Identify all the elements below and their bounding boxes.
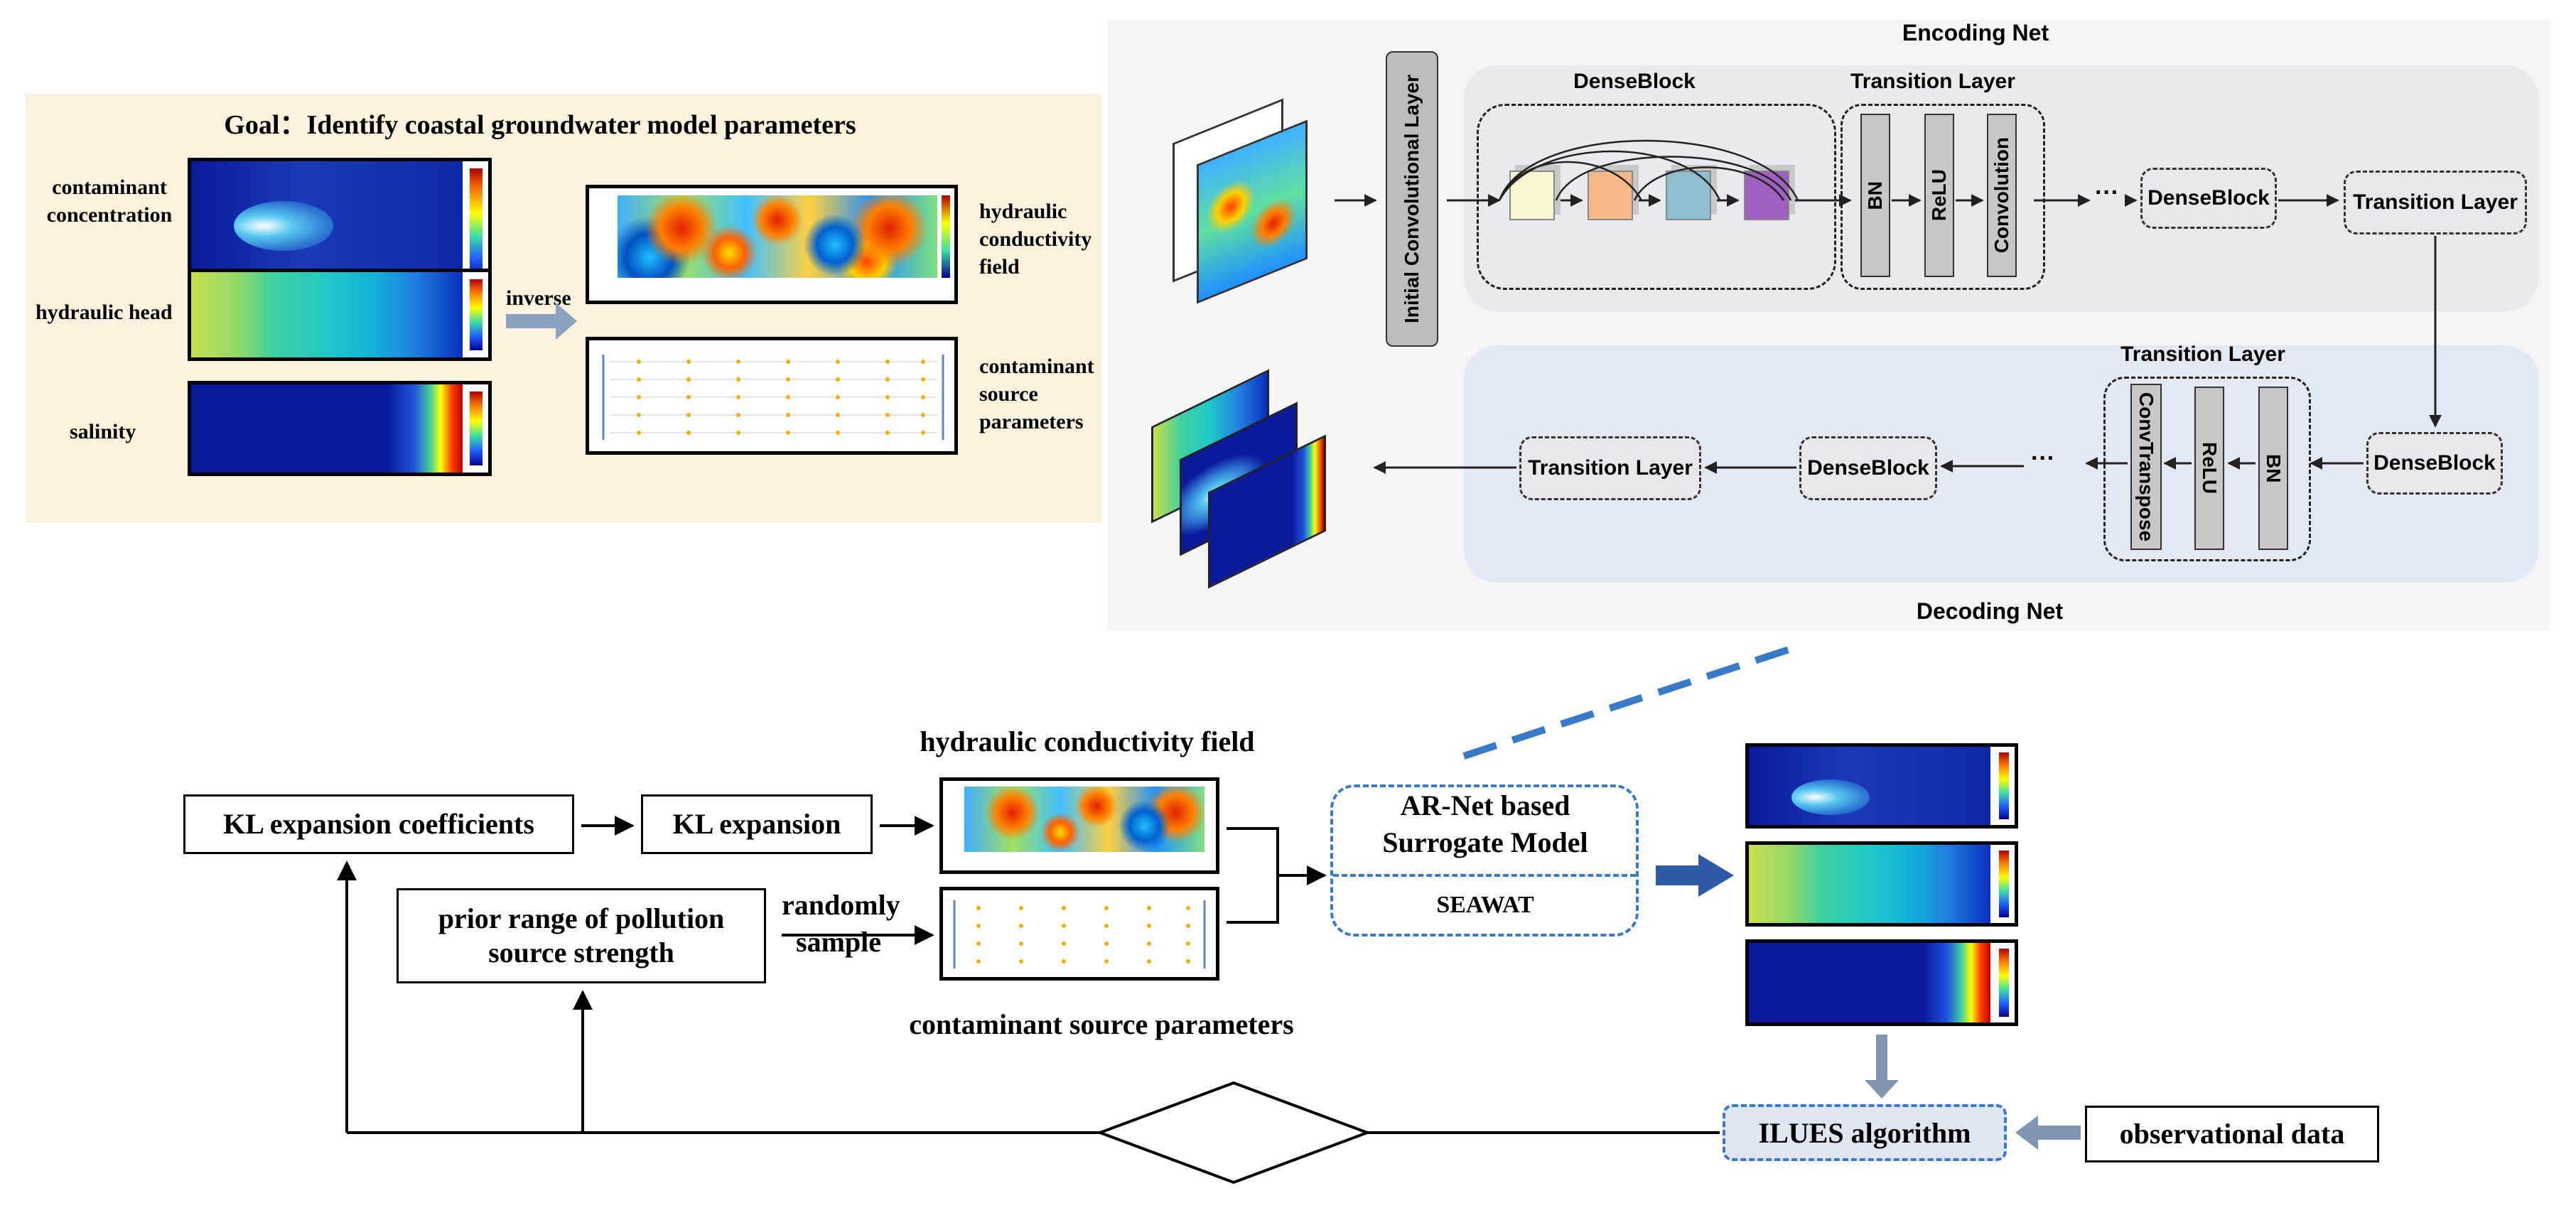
workflow-source-map <box>939 887 1219 981</box>
surrogate-divider <box>1333 874 1636 877</box>
dots-dec: ··· <box>2031 445 2055 472</box>
dots-enc: ··· <box>2095 179 2119 206</box>
encoding-net-title: Encoding Net <box>1902 20 2049 45</box>
convolution-bar-enc: Convolution <box>1987 114 2017 277</box>
randomly-sample-label: randomly sample <box>782 889 900 958</box>
bn-bar-enc: BN <box>1860 114 1890 277</box>
transition-dec-2: Transition Layer <box>1519 436 1701 500</box>
input-label-salinity: salinity <box>70 420 136 443</box>
output-label-conductivity: hydraulic conductivity field <box>979 198 1100 281</box>
source-grid-graphic <box>602 355 944 440</box>
workflow-source-grid <box>953 900 1206 968</box>
denseblock-title: DenseBlock <box>1573 70 1696 93</box>
surrogate-frame <box>1330 784 1639 937</box>
bn-bar-dec: BN <box>2258 387 2288 550</box>
output-salinity-map <box>1745 939 2018 1026</box>
conductivity-field-map <box>586 185 958 304</box>
output-head-map <box>1745 841 2018 927</box>
decoding-net-title: Decoding Net <box>1916 598 2064 624</box>
inverse-label: inverse <box>506 286 571 310</box>
dense-cube-1 <box>1509 171 1555 220</box>
transition-title-enc: Transition Layer <box>1850 70 2015 93</box>
initial-conv-layer: Initial Convolutional Layer <box>1386 51 1438 347</box>
relu-bar-enc: ReLU <box>1924 114 1954 277</box>
denseblock-dec-1: DenseBlock <box>2366 432 2503 495</box>
output-concentration-map <box>1745 743 2018 829</box>
dense-cube-2 <box>1588 171 1633 220</box>
salinity-map <box>188 381 492 476</box>
observational-data-box: observational data <box>2085 1106 2379 1162</box>
surrogate-label: AR-Net based Surrogate Model <box>1382 789 1588 858</box>
csp-label: contaminant source parameters <box>909 1008 1294 1040</box>
denseblock-enc-2: DenseBlock <box>2140 168 2277 229</box>
relu-bar-dec: ReLU <box>2194 387 2224 550</box>
output-label-source: contaminant source parameters <box>979 352 1100 436</box>
denseblock-frame <box>1477 104 1836 290</box>
seawat-label: SEAWAT <box>1436 892 1534 918</box>
dense-cube-3 <box>1666 171 1711 220</box>
transition-enc-2: Transition Layer <box>2344 171 2527 234</box>
hcf-label: hydraulic conductivity field <box>920 725 1255 757</box>
convtranspose-bar-dec: ConvTranspose <box>2130 384 2162 550</box>
source-parameters-map <box>586 337 958 455</box>
workflow-conductivity-map <box>939 777 1219 874</box>
ilues-box: ILUES algorithm <box>1723 1104 2007 1161</box>
denseblock-dec-2: DenseBlock <box>1799 436 1937 500</box>
kl-coefficients-box: KL expansion coefficients <box>183 794 574 854</box>
kl-expansion-box: KL expansion <box>641 794 873 854</box>
head-map <box>188 269 492 361</box>
ilues-label: ILUES algorithm <box>1758 1116 1971 1149</box>
transition-title-dec: Transition Layer <box>2120 342 2285 366</box>
prior-range-box: prior range of pollution source strength <box>397 888 766 983</box>
input-label-head: hydraulic head <box>36 301 173 324</box>
output-label-conductivity-text: hydraulic conductivity field <box>979 200 1092 279</box>
input-label-concentration: contaminant concentration <box>46 176 173 227</box>
iteration-label: iteration <box>1187 1115 1293 1147</box>
output-label-source-text: contaminant source parameters <box>979 355 1094 433</box>
dense-cube-4 <box>1744 171 1789 220</box>
goal-title: Goal：Identify coastal groundwater model … <box>224 110 856 140</box>
